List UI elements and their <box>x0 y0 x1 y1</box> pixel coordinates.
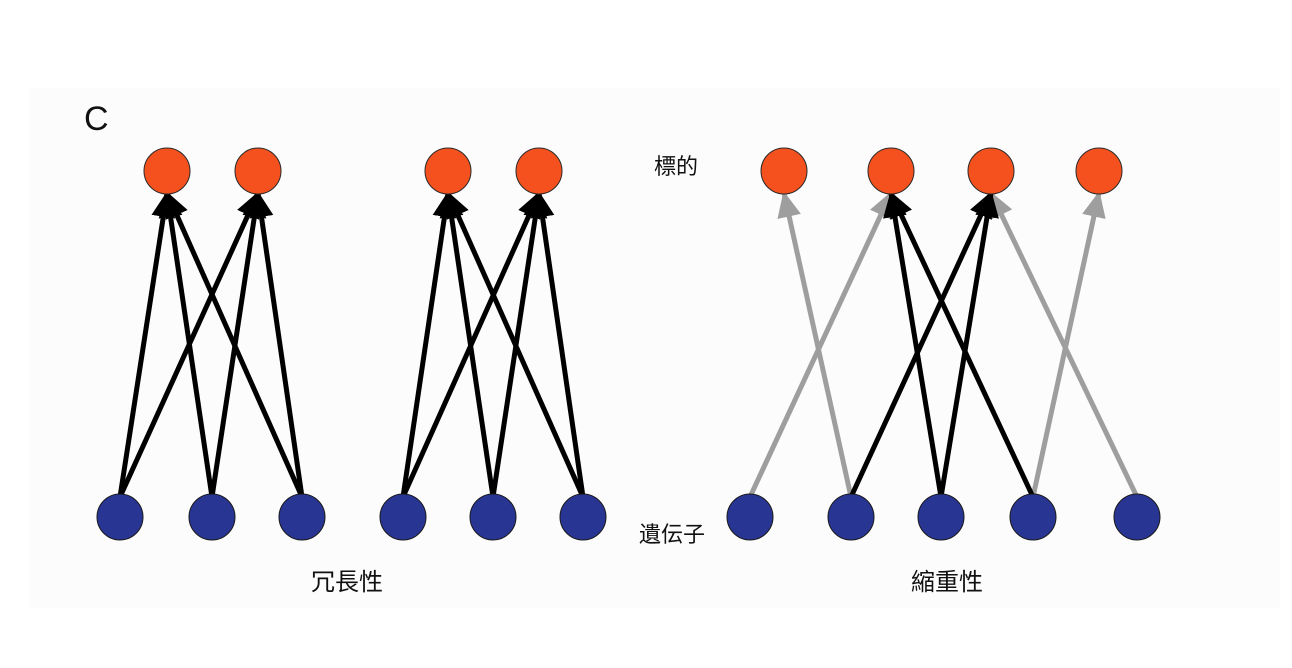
network_b-edge-gene3-to-target1 <box>445 191 586 499</box>
network_b-edge-gene3-to-target2 <box>530 191 586 498</box>
network_c-target-node-1 <box>760 147 808 195</box>
network_b-gene-node-3 <box>559 493 607 541</box>
network_c-target-node-4 <box>1075 147 1123 195</box>
edges-layer <box>117 191 1140 499</box>
network_c-edge-gene2-to-target1 <box>777 191 854 498</box>
network_c-target-node-3 <box>967 147 1015 195</box>
network_c-edge-gene5-to-target3 <box>988 191 1140 499</box>
network_a-gene-node-1 <box>96 493 144 541</box>
panel-letter: C <box>84 100 109 138</box>
nodes-layer <box>96 147 1161 541</box>
network_c-edge-gene3-to-target3 <box>938 191 999 498</box>
targets-label: 標的 <box>654 155 698 180</box>
degeneracy-label: 縮重性 <box>911 568 983 596</box>
network_a-gene-node-3 <box>278 493 326 541</box>
network_b-gene-node-1 <box>379 493 427 541</box>
network_c-target-node-2 <box>867 147 915 195</box>
network_a-edge-gene1-to-target1 <box>117 191 176 498</box>
network_b-target-node-2 <box>515 147 563 195</box>
network_c-edge-gene4-to-target2 <box>888 191 1036 499</box>
network_a-edge-gene3-to-target1 <box>164 191 305 499</box>
network_a-edge-gene3-to-target2 <box>249 191 305 498</box>
network_b-edge-gene2-to-target1 <box>439 191 496 498</box>
redundancy-label: 冗長性 <box>311 568 383 596</box>
network_c-edge-gene2-to-target3 <box>848 191 994 499</box>
network_a-edge-gene2-to-target1 <box>158 191 215 498</box>
network_a-gene-node-2 <box>188 493 236 541</box>
network_c-edge-gene3-to-target2 <box>883 191 944 498</box>
network_c-edge-gene1-to-target2 <box>747 191 894 499</box>
network_c-gene-node-1 <box>726 493 774 541</box>
network_c-gene-node-4 <box>1009 493 1057 541</box>
genes-label: 遺伝子 <box>639 523 705 548</box>
network_b-gene-node-2 <box>469 493 517 541</box>
network_b-target-node-1 <box>424 147 472 195</box>
network_c-gene-node-2 <box>827 493 875 541</box>
network_b-edge-gene1-to-target1 <box>400 191 457 498</box>
network_a-target-node-1 <box>143 147 191 195</box>
network_a-target-node-2 <box>234 147 282 195</box>
network_c-gene-node-5 <box>1113 493 1161 541</box>
network_c-gene-node-3 <box>917 493 965 541</box>
